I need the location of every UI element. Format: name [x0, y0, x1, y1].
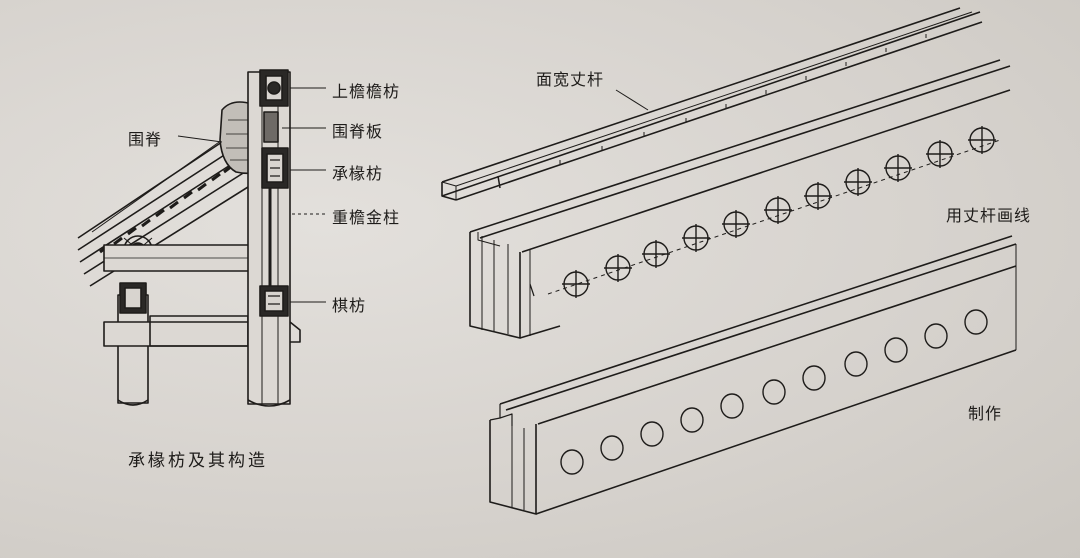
label-upper-eave-beam: 上檐檐枋	[332, 82, 401, 101]
label-eave-golden-column: 重檐金柱	[332, 208, 401, 227]
left-structure	[77, 69, 326, 407]
left-figure-caption: 承椽枋及其构造	[128, 451, 268, 471]
label-ridge-wall: 围脊	[128, 130, 163, 149]
label-rafter-bearing-beam: 承椽枋	[332, 164, 384, 183]
label-making: 制作	[968, 404, 1003, 423]
label-marking: 用丈杆画线	[946, 206, 1032, 225]
width-rod-drawing	[441, 7, 983, 201]
marking-beam-drawing	[469, 59, 1011, 339]
label-ridge-board: 围脊板	[332, 122, 384, 141]
label-tie-beam: 棋枋	[332, 296, 367, 315]
finished-beam-drawing	[489, 235, 1017, 515]
label-width-rod: 面宽丈杆	[536, 70, 605, 89]
